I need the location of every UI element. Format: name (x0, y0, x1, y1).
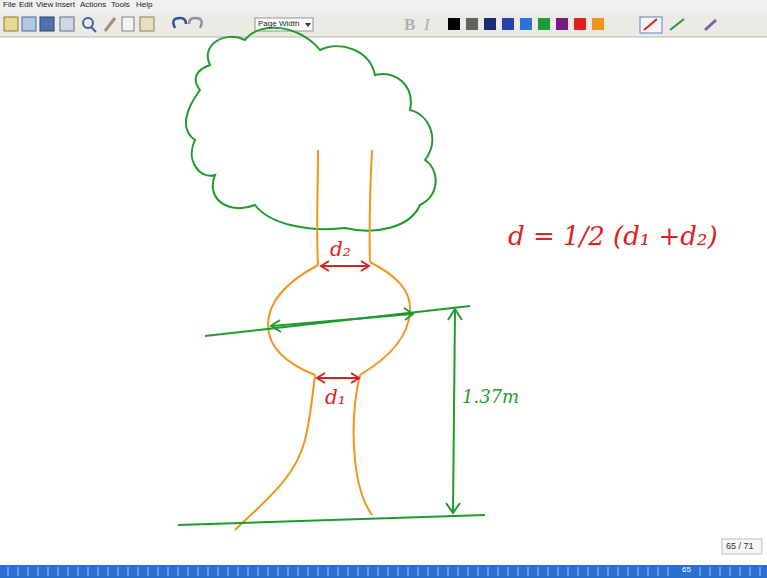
status-bar (0, 565, 767, 578)
toolbar-border (0, 37, 767, 38)
toolbar (0, 13, 767, 37)
d2-dimension (321, 261, 369, 271)
breast-height-line (205, 306, 470, 336)
status-page-number: 65 (682, 566, 691, 575)
menu-item: Help (136, 1, 152, 10)
formula: d = 1/2 (d₁ +d₂) (508, 222, 718, 251)
d1-dimension (317, 373, 359, 383)
menu-item: Actions (80, 1, 106, 10)
tree-trunk (235, 150, 410, 530)
menu-item: View (36, 1, 53, 10)
dimension-label: d₁ (325, 386, 346, 408)
page-counter-box (722, 539, 762, 554)
ground-line (178, 515, 485, 525)
zoom-dropdown: Page Width (258, 20, 299, 29)
dimension-label: d₂ (330, 238, 351, 260)
bold-button: B (404, 16, 415, 35)
dimension-label: 1.37m (462, 387, 519, 407)
height-dimension (446, 309, 462, 513)
menu-item: Tools (111, 1, 130, 10)
status-bar-ticks (8, 567, 760, 576)
italic-button: I (424, 16, 430, 35)
menu-item: File (3, 1, 16, 10)
menu-bar (0, 0, 767, 13)
menu-item: Edit (19, 1, 33, 10)
toolbar-icons (4, 17, 716, 33)
tree-canopy (186, 28, 436, 231)
menu-item: Insert (55, 1, 75, 10)
page-counter: 65 / 71 (726, 542, 754, 552)
